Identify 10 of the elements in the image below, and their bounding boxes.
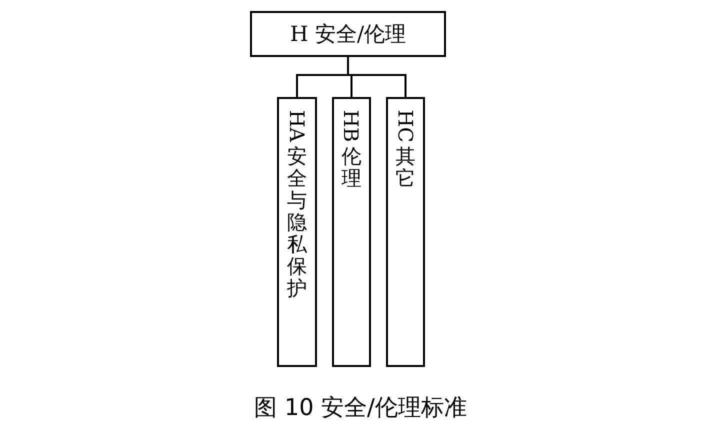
node-label: HA 安全与隐私保护 [286, 109, 308, 302]
figure-caption: 图 10 安全/伦理标准 [253, 394, 468, 423]
connector-line [347, 57, 406, 97]
node-label: HB 伦理 [340, 109, 362, 192]
subcategory-box [332, 97, 371, 367]
subcategory-box [277, 97, 317, 367]
node-label: H 安全/伦理 [290, 21, 406, 48]
subcategory-box [386, 97, 425, 367]
category-box [250, 11, 446, 57]
node-label: HC 其它 [394, 109, 416, 192]
